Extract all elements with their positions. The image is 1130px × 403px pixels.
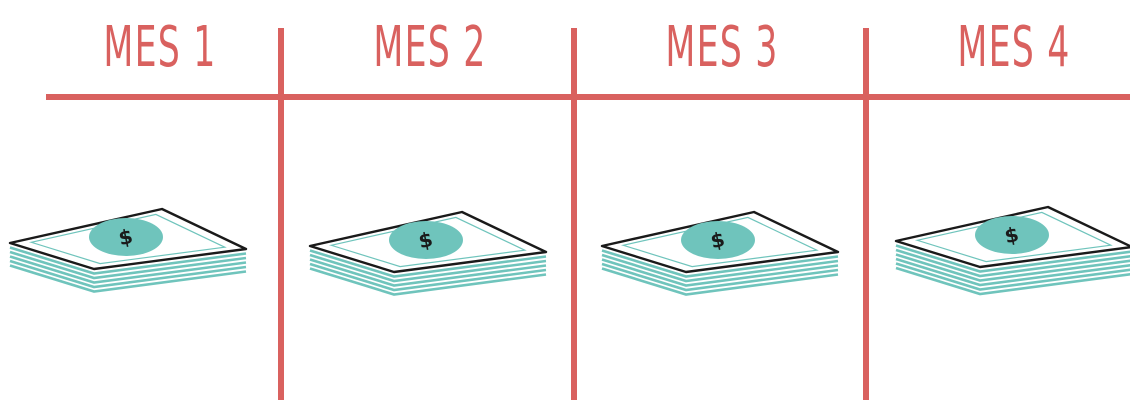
- month-label-1: MES 1: [98, 8, 222, 88]
- money-stack-3: $: [602, 212, 838, 295]
- money-stack-2: $: [310, 212, 546, 295]
- money-stack-1: $: [10, 209, 246, 292]
- money-stacks: $ $ $ $: [10, 207, 1130, 295]
- month-label-2: MES 2: [368, 8, 492, 88]
- month-label-4: MES 4: [952, 8, 1076, 88]
- month-label-3: MES 3: [660, 8, 784, 88]
- money-stack-4: $: [896, 207, 1130, 294]
